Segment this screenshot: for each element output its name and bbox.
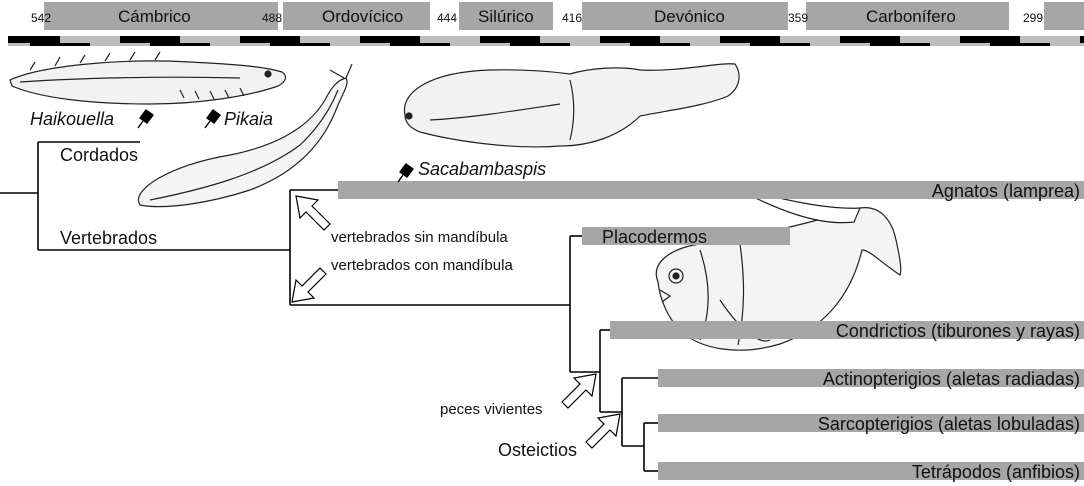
fossil-label-pikaia: Pikaia xyxy=(224,110,273,128)
time-ruler xyxy=(8,32,1084,46)
period-label-cambrico: Cámbrico xyxy=(118,8,191,25)
fossil-label-haikouella: Haikouella xyxy=(30,110,114,128)
mya-label: 488 xyxy=(262,12,282,24)
arrow-living-fish-icon xyxy=(562,374,596,408)
fossil-label-sacabambaspis: Sacabambaspis xyxy=(418,160,546,178)
lineage-label-placodermos: Placodermos xyxy=(602,228,707,246)
clade-label-vertebrados: Vertebrados xyxy=(60,229,157,247)
arrow-osteictios-icon xyxy=(586,414,620,448)
period-bar-next xyxy=(1044,2,1084,30)
mya-label: 542 xyxy=(31,12,51,24)
clade-label-cordados: Cordados xyxy=(60,146,138,164)
period-label-devonico: Devónico xyxy=(654,8,725,25)
pin-icon xyxy=(205,110,220,128)
mya-label: 359 xyxy=(788,12,808,24)
arrow-jawed-icon xyxy=(292,268,326,302)
mya-label: 299 xyxy=(1023,12,1043,24)
annotation-jawless: vertebrados sin mandíbula xyxy=(331,230,508,245)
clade-label-osteictios: Osteictios xyxy=(498,441,577,459)
mya-label: 416 xyxy=(562,12,582,24)
arrow-jawless-icon xyxy=(296,196,330,230)
lineage-label-agnatos: Agnatos (lamprea) xyxy=(932,182,1080,200)
period-label-ordovicico: Ordovícico xyxy=(322,8,403,25)
annotation-living-fish: peces vivientes xyxy=(440,402,543,417)
pin-icon xyxy=(138,110,153,128)
sacabambaspis-sketch xyxy=(404,64,739,147)
haikouella-sketch xyxy=(10,52,285,104)
lineage-label-tetrapodos: Tetrápodos (anfibios) xyxy=(912,463,1080,481)
pin-icon xyxy=(398,164,413,182)
annotation-jawed: vertebrados con mandíbula xyxy=(331,258,513,273)
lineage-label-sarcopterigios: Sarcopterigios (aletas lobuladas) xyxy=(818,415,1080,433)
period-label-silurico: Silúrico xyxy=(478,8,534,25)
lineage-label-actinopterigios: Actinopterigios (aletas radiadas) xyxy=(823,370,1080,388)
period-label-carbonifero: Carbonífero xyxy=(866,8,956,25)
mya-label: 444 xyxy=(437,12,457,24)
lineage-label-condrictios: Condrictios (tiburones y rayas) xyxy=(836,322,1080,340)
